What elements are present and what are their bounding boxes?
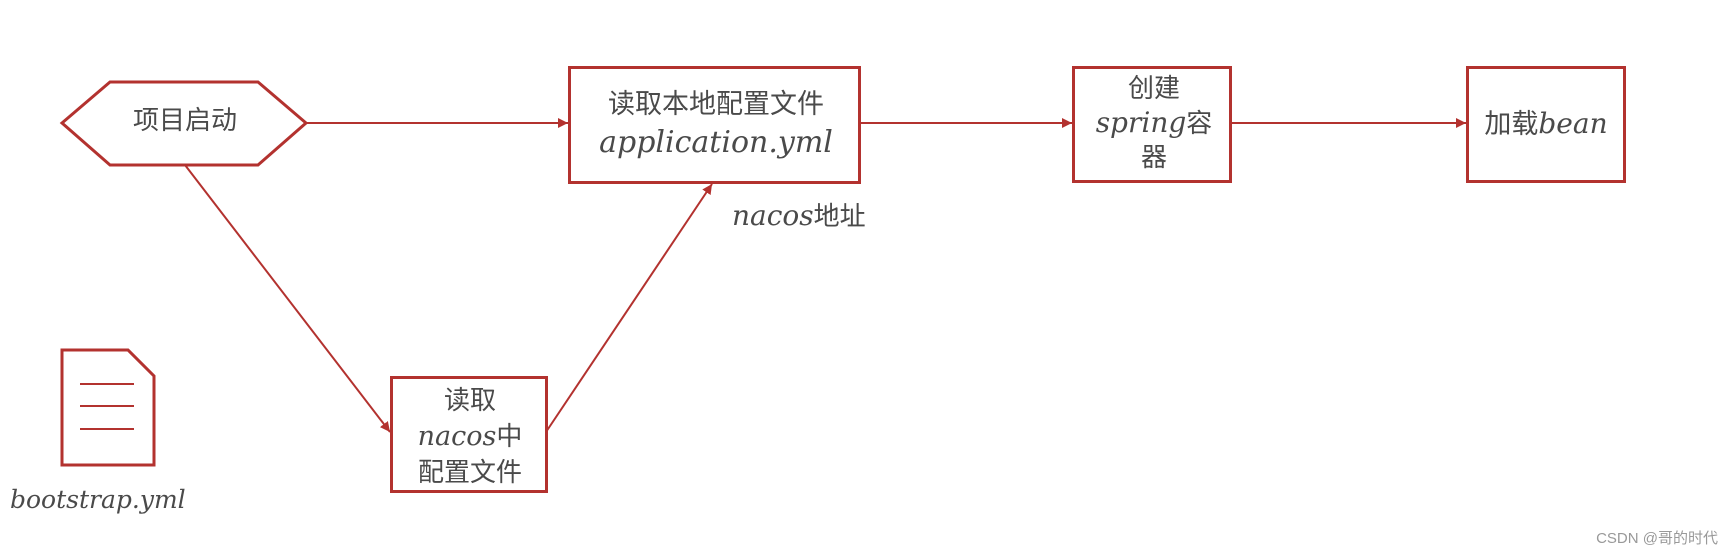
- edge-read-nacos-to-read-local: [545, 183, 713, 433]
- read-local-config-label: 读取本地配置文件 application.yml: [568, 86, 864, 162]
- read-nacos-line3: 配置文件: [417, 458, 522, 488]
- create-spring-container-box: [1072, 66, 1232, 183]
- read-nacos-config-box: [390, 376, 548, 493]
- create-spring-container-label: 创建 spring容 器: [1074, 72, 1234, 175]
- bootstrap-yml-label: bootstrap.yml: [10, 485, 186, 514]
- application-yml-label: application.yml: [599, 125, 833, 160]
- create-container-line2: spring容: [1095, 106, 1213, 139]
- read-local-config-line1: 读取本地配置文件: [608, 89, 824, 120]
- read-nacos-config-label: 读取 nacos中 配置文件: [390, 383, 550, 491]
- read-nacos-line2: nacos中: [417, 421, 523, 452]
- load-bean-label: 加载bean: [1484, 107, 1608, 140]
- start-node-label: 项目启动: [132, 106, 237, 136]
- read-local-config-box: [568, 66, 861, 184]
- create-container-line3: 器: [1140, 143, 1167, 173]
- load-bean-box: [1466, 66, 1626, 183]
- document-icon: [60, 348, 156, 467]
- create-container-line1: 创建: [1127, 74, 1180, 104]
- read-nacos-line1: 读取: [443, 386, 496, 416]
- watermark: CSDN @哥的时代: [1596, 530, 1718, 547]
- edge-start-to-read-nacos: [184, 164, 391, 433]
- nacos-address-edge-label: nacos地址: [732, 199, 866, 232]
